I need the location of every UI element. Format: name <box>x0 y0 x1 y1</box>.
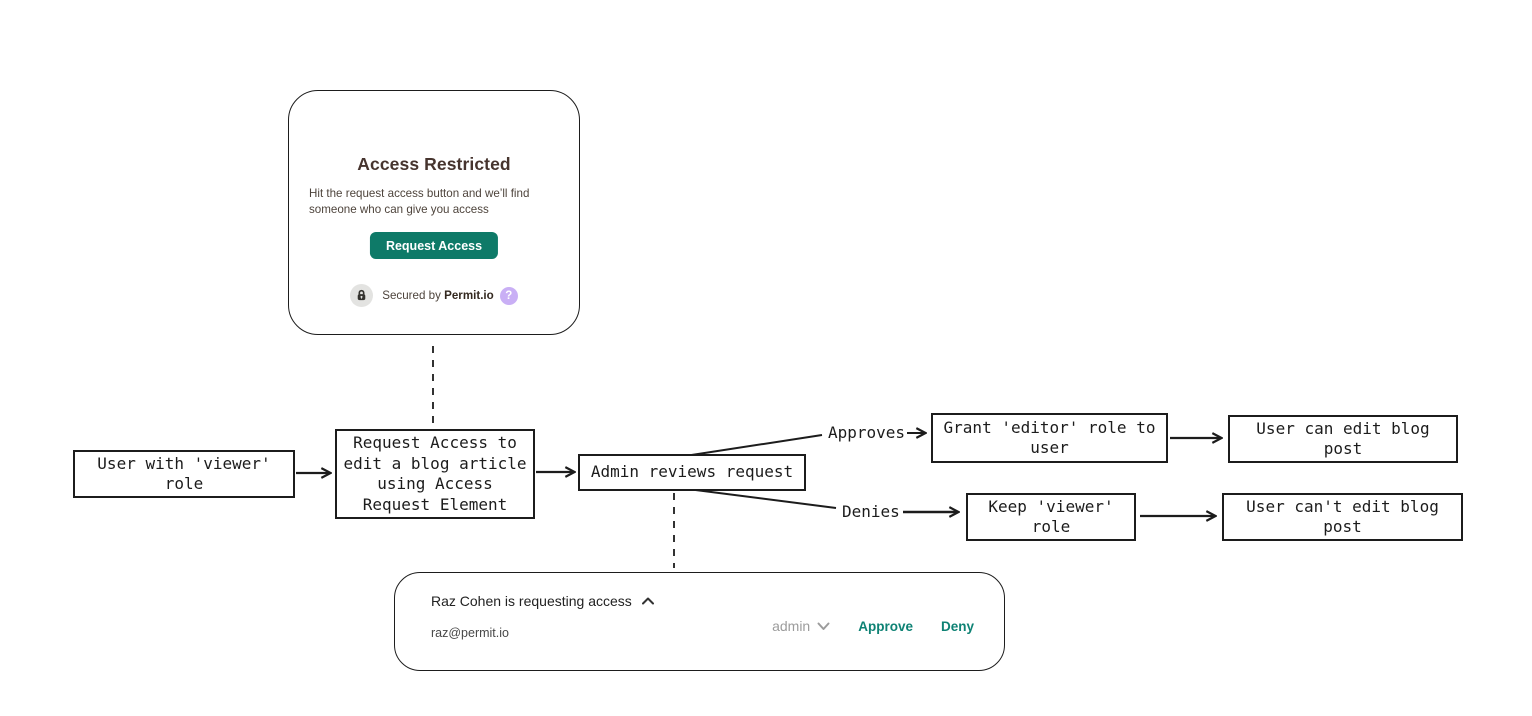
node-admin-reviews: Admin reviews request <box>578 454 806 491</box>
edge-label-denies: Denies <box>840 502 902 521</box>
node-user-cant-edit: User can't edit blog post <box>1222 493 1463 541</box>
approve-button[interactable]: Approve <box>858 618 913 634</box>
chevron-up-icon[interactable] <box>641 597 654 605</box>
lock-icon <box>350 284 374 307</box>
review-actions: admin Approve Deny <box>772 618 974 634</box>
node-keep-viewer: Keep 'viewer' role <box>966 493 1136 541</box>
node-user-viewer-role: User with 'viewer' role <box>73 450 295 498</box>
chevron-down-icon <box>817 618 830 634</box>
node-user-can-edit: User can edit blog post <box>1228 415 1458 463</box>
node-grant-editor: Grant 'editor' role to user <box>931 413 1168 463</box>
review-card-title: Raz Cohen is requesting access <box>431 593 654 609</box>
role-dropdown-value: admin <box>772 618 811 634</box>
access-request-review-card: Raz Cohen is requesting access raz@permi… <box>394 572 1005 671</box>
edge-label-approves: Approves <box>826 423 908 442</box>
secured-by-row: Secured by Permit.io ? <box>289 284 579 307</box>
requester-name-text: Raz Cohen is requesting access <box>431 593 632 609</box>
requester-email: raz@permit.io <box>431 626 509 640</box>
deny-button[interactable]: Deny <box>940 618 974 634</box>
access-card-title: Access Restricted <box>357 154 511 174</box>
help-icon[interactable]: ? <box>499 286 518 305</box>
role-dropdown[interactable]: admin <box>772 618 830 634</box>
access-card-description: Hit the request access button and we’ll … <box>309 187 530 217</box>
secured-by-text: Secured by Permit.io <box>382 289 494 302</box>
brand-name: Permit.io <box>444 289 494 302</box>
access-restricted-card: Access Restricted Hit the request access… <box>288 90 580 335</box>
request-access-button[interactable]: Request Access <box>369 232 499 259</box>
node-request-access: Request Access to edit a blog article us… <box>335 429 535 519</box>
